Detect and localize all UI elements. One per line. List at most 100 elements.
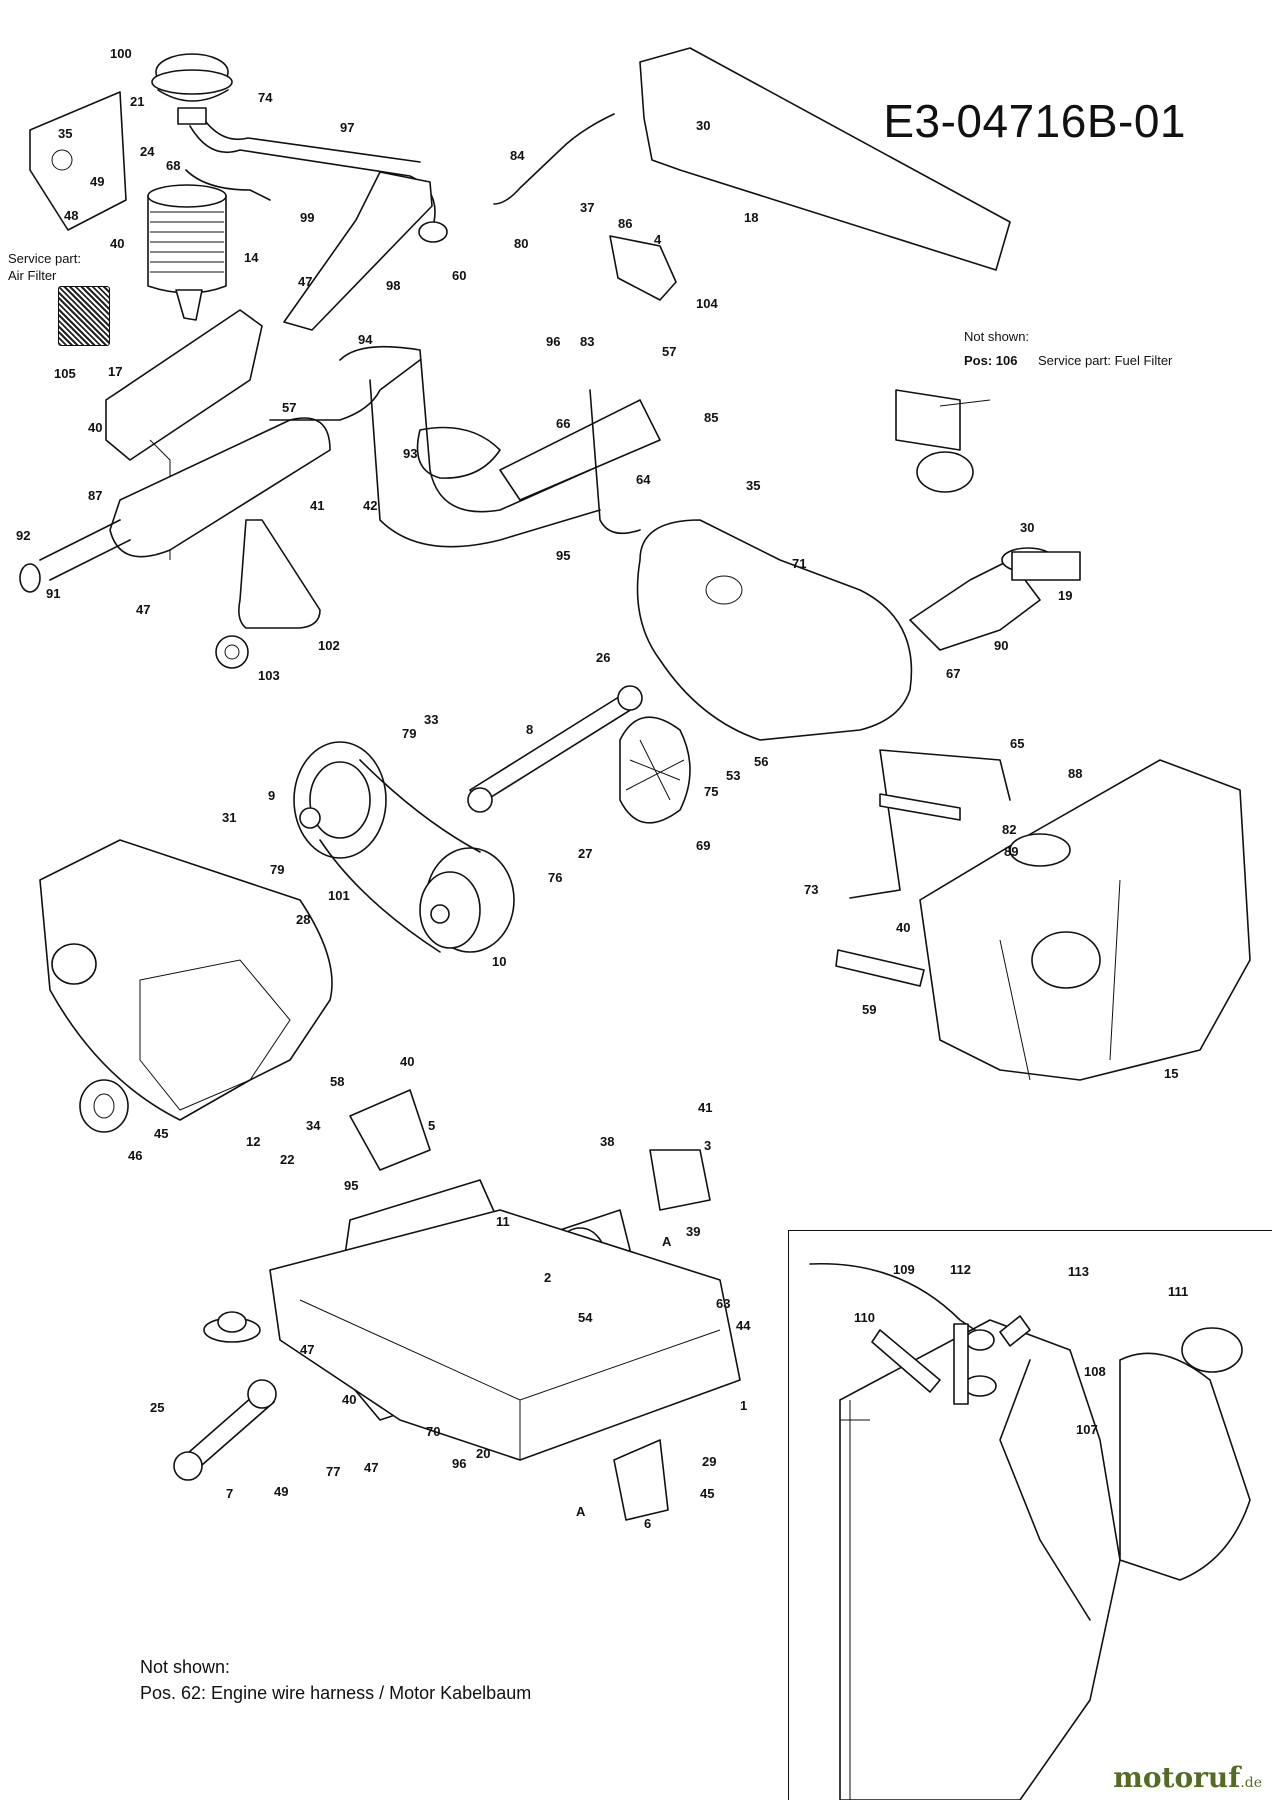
callout-90: 90	[994, 638, 1008, 653]
service-part-label: Service part:	[8, 251, 81, 266]
callout-76: 76	[548, 870, 562, 885]
callout-93: 93	[403, 446, 417, 461]
callout-102: 102	[318, 638, 340, 653]
callout-40: 40	[342, 1392, 356, 1407]
fuel-tank	[919, 759, 1251, 1081]
callout-95: 95	[344, 1178, 358, 1193]
fuel-filter-service-note: Service part: Fuel Filter	[1038, 353, 1173, 368]
callout-77: 77	[326, 1464, 340, 1479]
callout-88: 88	[1068, 766, 1082, 781]
callout-34: 34	[306, 1118, 321, 1133]
callout-27: 27	[578, 846, 592, 861]
callout-86: 86	[618, 216, 632, 231]
callout-112: 112	[950, 1262, 971, 1277]
fuel-line-bracket	[849, 749, 1011, 899]
callout-22: 22	[280, 1152, 294, 1167]
callout-40: 40	[896, 920, 910, 935]
callout-47: 47	[300, 1342, 314, 1357]
callout-4: 4	[654, 232, 662, 247]
callout-38: 38	[600, 1134, 614, 1149]
callout-35: 35	[746, 478, 760, 493]
air-filter-service-note: Service part: Air Filter	[8, 250, 81, 284]
intake-pipe	[185, 121, 448, 331]
detail-inset-frame	[788, 1230, 1272, 1800]
callout-45: 45	[700, 1486, 714, 1501]
primary-clutch	[293, 741, 387, 859]
mounting-plate	[639, 47, 1011, 271]
intake-duct	[909, 547, 1081, 651]
callout-59: 59	[862, 1002, 876, 1017]
callout-60: 60	[452, 268, 466, 283]
main-frame	[269, 1209, 741, 1461]
callout-18: 18	[744, 210, 758, 225]
callout-89: 89	[1004, 844, 1018, 859]
callout-40: 40	[88, 420, 102, 435]
callout-57: 57	[662, 344, 676, 359]
callout-75: 75	[704, 784, 718, 799]
engine-wire-harness-note: Pos. 62: Engine wire harness / Motor Kab…	[140, 1683, 532, 1703]
callout-105: 105	[54, 366, 76, 381]
detail-marker-a: A	[662, 1234, 672, 1249]
callout-80: 80	[514, 236, 528, 251]
callout-3: 3	[704, 1138, 711, 1153]
callout-40: 40	[110, 236, 124, 251]
fuel-filter-position: Pos: 106	[964, 353, 1018, 368]
air-filter-element-icon	[58, 286, 110, 346]
callout-33: 33	[424, 712, 438, 727]
bearing-hub	[79, 1079, 129, 1133]
callout-14: 14	[244, 250, 259, 265]
callout-65: 65	[1010, 736, 1024, 751]
fan-wheel	[619, 716, 691, 824]
callout-79: 79	[402, 726, 416, 741]
callout-94: 94	[358, 332, 373, 347]
fuel-filter	[895, 389, 991, 493]
callout-39: 39	[686, 1224, 700, 1239]
not-shown-harness-label: Not shown:	[140, 1657, 231, 1677]
callout-7: 7	[226, 1486, 233, 1501]
callout-104: 104	[696, 296, 718, 311]
callout-41: 41	[310, 498, 324, 513]
callout-35: 35	[58, 126, 72, 141]
air-cleaner-cover	[151, 53, 233, 125]
callout-70: 70	[426, 1424, 440, 1439]
callout-47: 47	[364, 1460, 378, 1475]
callout-66: 66	[556, 416, 570, 431]
callout-110: 110	[854, 1310, 875, 1325]
rubber-mount	[203, 1311, 261, 1343]
drive-shaft-lower	[173, 1379, 277, 1481]
watermark-name: motoruf	[1113, 1761, 1241, 1794]
callout-17: 17	[108, 364, 122, 379]
callout-29: 29	[702, 1454, 716, 1469]
callout-37: 37	[580, 200, 594, 215]
drawing-number: E3-04716B-01	[883, 95, 1186, 147]
not-shown-fuel-label: Not shown:	[964, 329, 1030, 344]
callout-1: 1	[740, 1398, 747, 1413]
callout-8: 8	[526, 722, 533, 737]
callout-84: 84	[510, 148, 525, 163]
callout-19: 19	[1058, 588, 1072, 603]
callout-46: 46	[128, 1148, 142, 1163]
callout-71: 71	[792, 556, 806, 571]
callout-96: 96	[546, 334, 560, 349]
rubber-strip	[835, 949, 925, 987]
callout-24: 24	[140, 144, 155, 159]
belt	[215, 519, 321, 669]
callout-103: 103	[258, 668, 280, 683]
callout-69: 69	[696, 838, 710, 853]
cable-bracket	[609, 235, 677, 301]
callout-49: 49	[90, 174, 104, 189]
callout-6: 6	[644, 1516, 651, 1531]
callout-12: 12	[246, 1134, 260, 1149]
engine-bracket	[349, 1089, 431, 1171]
callout-41: 41	[698, 1100, 712, 1115]
inner-clutch-cover	[39, 839, 333, 1121]
front-bracket	[613, 1439, 669, 1521]
callout-63: 63	[716, 1296, 730, 1311]
callout-54: 54	[578, 1310, 593, 1325]
callout-91: 91	[46, 586, 60, 601]
callout-56: 56	[754, 754, 768, 769]
drive-belt	[319, 759, 481, 953]
belt-cover	[636, 519, 913, 741]
callout-47: 47	[298, 274, 312, 289]
